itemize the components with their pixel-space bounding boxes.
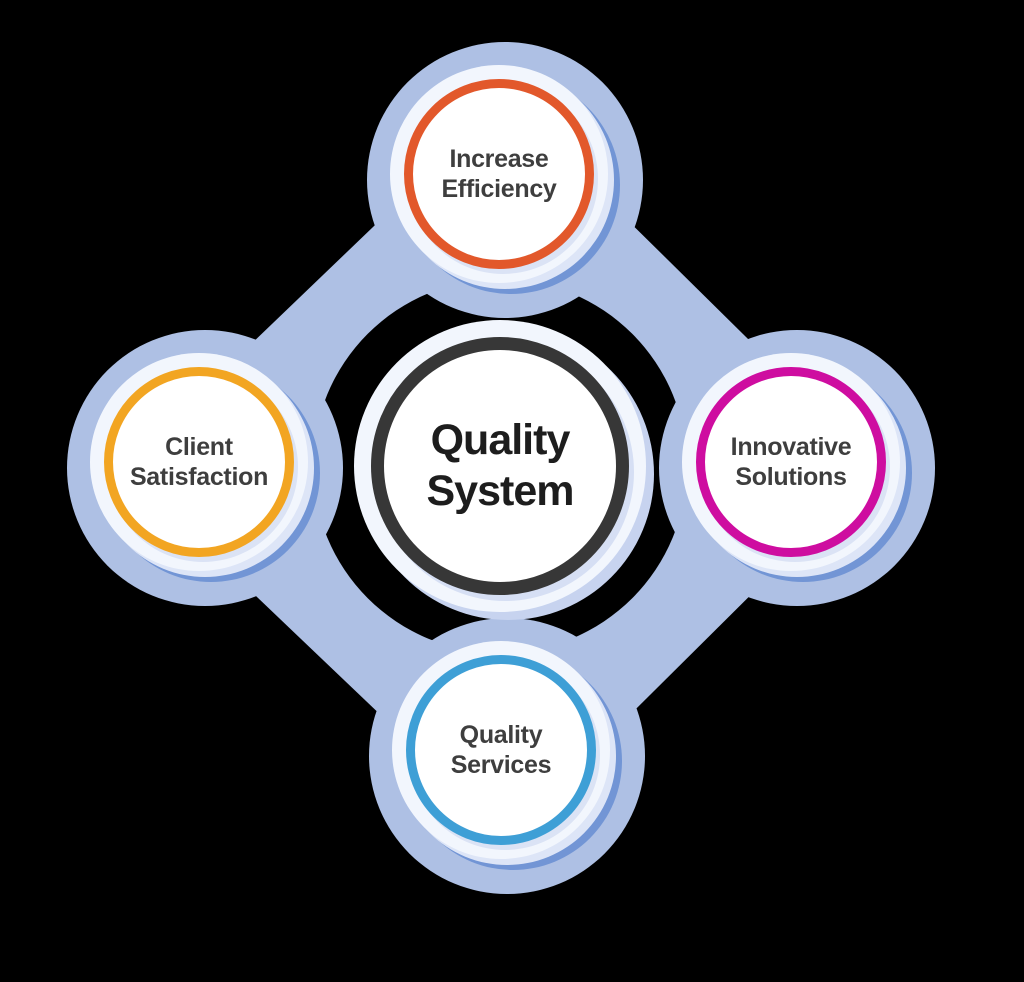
- node-quality-services: Quality Services: [392, 641, 610, 859]
- label-line-2: System: [426, 467, 575, 515]
- node-innovative-solutions: Innovative Solutions: [682, 353, 900, 571]
- node-label-innovative-solutions: Innovative Solutions: [731, 432, 852, 493]
- label-line-1: Quality: [459, 720, 543, 749]
- node-label-quality-services: Quality Services: [450, 720, 552, 781]
- node-label-quality-system: Quality System: [426, 415, 575, 516]
- node-increase-efficiency: Increase Efficiency: [390, 65, 608, 283]
- label-line-2: Solutions: [735, 463, 847, 491]
- label-line-2: Satisfaction: [129, 463, 269, 491]
- node-quality-system: Quality System: [354, 320, 646, 612]
- node-color-ring-top: Increase Efficiency: [404, 79, 594, 269]
- node-client-satisfaction: Client Satisfaction: [90, 353, 308, 571]
- label-line-1: Quality: [430, 416, 571, 465]
- node-label-increase-efficiency: Increase Efficiency: [441, 144, 556, 205]
- node-color-ring-left: Client Satisfaction: [104, 367, 294, 557]
- node-color-ring-right: Innovative Solutions: [696, 367, 886, 557]
- node-label-client-satisfaction: Client Satisfaction: [130, 432, 268, 493]
- node-dark-ring-center: Quality System: [371, 337, 629, 595]
- label-line-2: Services: [450, 751, 552, 779]
- label-line-1: Increase: [449, 144, 549, 173]
- node-color-ring-bottom: Quality Services: [406, 655, 596, 845]
- label-line-1: Client: [165, 432, 233, 461]
- label-line-2: Efficiency: [441, 175, 557, 203]
- label-line-1: Innovative: [730, 432, 852, 461]
